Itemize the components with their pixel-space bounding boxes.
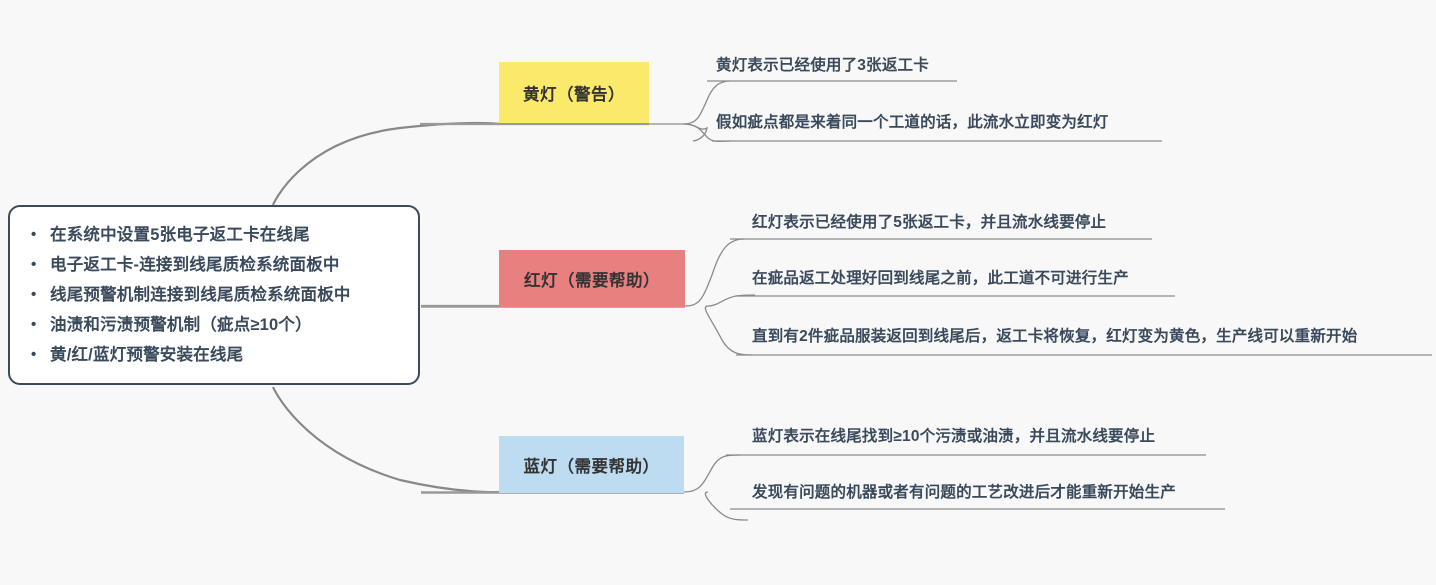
fork-red-1 xyxy=(684,238,745,307)
root-list-item: • 油渍和污渍预警机制（疵点≥10个） xyxy=(31,310,408,340)
connector-root-to-blue xyxy=(271,386,500,494)
root-bullet-list: • 在系统中设置5张电子返工卡在线尾 • 电子返工卡-连接到线尾质检系统面板中 … xyxy=(10,220,418,370)
bullet-icon: • xyxy=(31,316,37,333)
leaf-yellow-2[interactable]: 假如疵点都是来着同一个工道的话，此流水立即变为红灯 xyxy=(716,114,1109,131)
leaf-yellow-1[interactable]: 黄灯表示已经使用了3张返工卡 xyxy=(716,57,929,74)
fork-red-2 xyxy=(707,294,756,307)
leaf-blue-1[interactable]: 蓝灯表示在线尾找到≥10个污渍或油渍，并且流水线要停止 xyxy=(752,428,1156,445)
fork-yellow-2 xyxy=(683,123,708,142)
root-list-item: • 线尾预警机制连接到线尾质检系统面板中 xyxy=(31,280,408,310)
branch-node-yellow[interactable]: 黄灯（警告） xyxy=(499,62,649,123)
root-item-text: 电子返工卡-连接到线尾质检系统面板中 xyxy=(50,256,340,274)
bullet-icon: • xyxy=(31,226,37,243)
root-list-item: • 在系统中设置5张电子返工卡在线尾 xyxy=(31,220,408,250)
branch-node-blue[interactable]: 蓝灯（需要帮助） xyxy=(499,436,684,493)
root-item-text: 在系统中设置5张电子返工卡在线尾 xyxy=(50,226,310,244)
leaf-blue-2[interactable]: 发现有问题的机器或者有问题的工艺改进后才能重新开始生产 xyxy=(752,484,1176,501)
leaf-red-3[interactable]: 直到有2件疵品服装返回到线尾后，返工卡将恢复，红灯变为黄色，生产线可以重新开始 xyxy=(752,328,1358,345)
leaf-red-2[interactable]: 在疵品返工处理好回到线尾之前，此工道不可进行生产 xyxy=(752,270,1129,287)
root-item-text: 线尾预警机制连接到线尾质检系统面板中 xyxy=(50,286,351,304)
connector-root-to-yellow xyxy=(271,121,500,206)
bullet-icon: • xyxy=(31,346,37,363)
fork-red-3 xyxy=(704,305,753,356)
branch-node-red[interactable]: 红灯（需要帮助） xyxy=(499,250,685,307)
fork-blue-1 xyxy=(683,454,741,493)
root-item-text: 黄/红/蓝灯预警安装在线尾 xyxy=(50,346,244,364)
root-item-text: 油渍和污渍预警机制（疵点≥10个） xyxy=(50,316,312,334)
leaf-red-1[interactable]: 红灯表示已经使用了5张返工卡，并且流水线要停止 xyxy=(752,214,1107,231)
fork-blue-2 xyxy=(704,491,749,521)
bullet-icon: • xyxy=(31,256,37,273)
root-list-item: • 电子返工卡-连接到线尾质检系统面板中 xyxy=(31,250,408,280)
root-node[interactable]: • 在系统中设置5张电子返工卡在线尾 • 电子返工卡-连接到线尾质检系统面板中 … xyxy=(8,205,420,385)
root-list-item: • 黄/红/蓝灯预警安装在线尾 xyxy=(31,340,408,370)
bullet-icon: • xyxy=(31,286,37,303)
